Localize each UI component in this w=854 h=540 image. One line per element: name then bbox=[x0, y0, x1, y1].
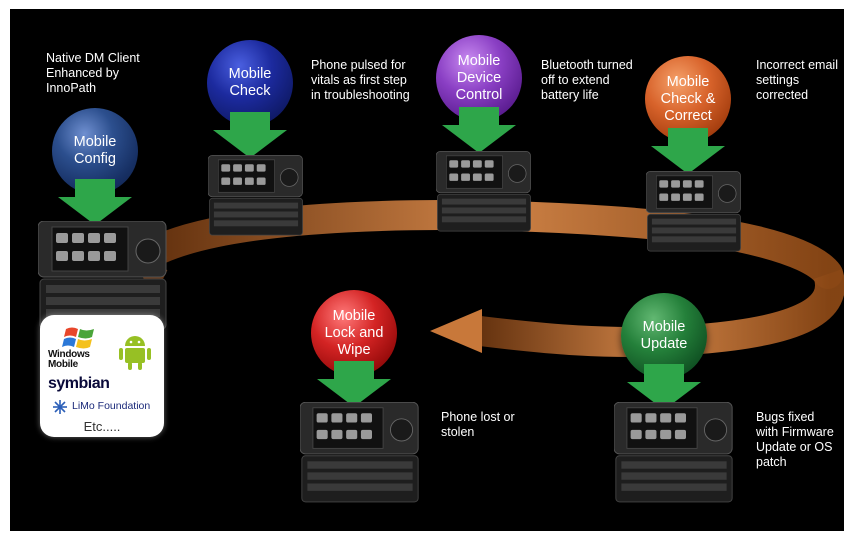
step-label: Mobile Device Control bbox=[455, 52, 503, 103]
note-device-control: Bluetooth turned off to extend battery l… bbox=[541, 58, 633, 102]
supported-platforms-panel: Windows Mobile symbian LiMo Foundation E… bbox=[40, 315, 164, 437]
phone-device-icon bbox=[208, 155, 303, 236]
symbian-label: symbian bbox=[48, 375, 110, 392]
step-label: Mobile Config bbox=[73, 134, 117, 167]
down-arrow-icon bbox=[442, 107, 516, 153]
down-arrow-icon bbox=[213, 112, 287, 158]
note-update: Bugs fixed with Firmware Update or OS pa… bbox=[756, 410, 834, 469]
windows-mobile-label: Windows Mobile bbox=[48, 349, 90, 370]
limo-label: LiMo Foundation bbox=[72, 400, 151, 412]
down-arrow-icon bbox=[651, 128, 725, 174]
phone-device-icon bbox=[646, 171, 741, 252]
android-icon bbox=[119, 336, 151, 370]
down-arrow-icon bbox=[58, 179, 132, 225]
down-arrow-icon bbox=[317, 361, 391, 407]
step-mobile-device-control[interactable]: Mobile Device Control bbox=[436, 35, 522, 121]
phone-device-icon bbox=[614, 402, 733, 503]
step-label: Mobile Check bbox=[228, 66, 272, 99]
down-arrow-icon bbox=[627, 364, 701, 410]
phone-device-icon bbox=[300, 402, 419, 503]
limo-logo-icon bbox=[53, 400, 67, 414]
step-label: Mobile Lock and Wipe bbox=[324, 307, 384, 358]
diagram-canvas: Native DM Client Enhanced by InnoPath Mo… bbox=[10, 9, 844, 531]
step-label: Mobile Check & Correct bbox=[660, 73, 716, 124]
note-lock-wipe: Phone lost or stolen bbox=[441, 410, 515, 439]
note-check-correct: Incorrect email settings corrected bbox=[756, 58, 838, 102]
step-mobile-check-correct[interactable]: Mobile Check & Correct bbox=[645, 56, 731, 142]
phone-device-icon bbox=[436, 151, 531, 232]
step-label: Mobile Update bbox=[640, 319, 688, 352]
note-check: Phone pulsed for vitals as first step in… bbox=[311, 58, 410, 102]
windows-logo-icon bbox=[62, 327, 94, 349]
step-mobile-update[interactable]: Mobile Update bbox=[621, 293, 707, 379]
step-mobile-check[interactable]: Mobile Check bbox=[207, 40, 293, 126]
etc-label: Etc..... bbox=[83, 419, 121, 434]
note-config: Native DM Client Enhanced by InnoPath bbox=[46, 51, 140, 95]
